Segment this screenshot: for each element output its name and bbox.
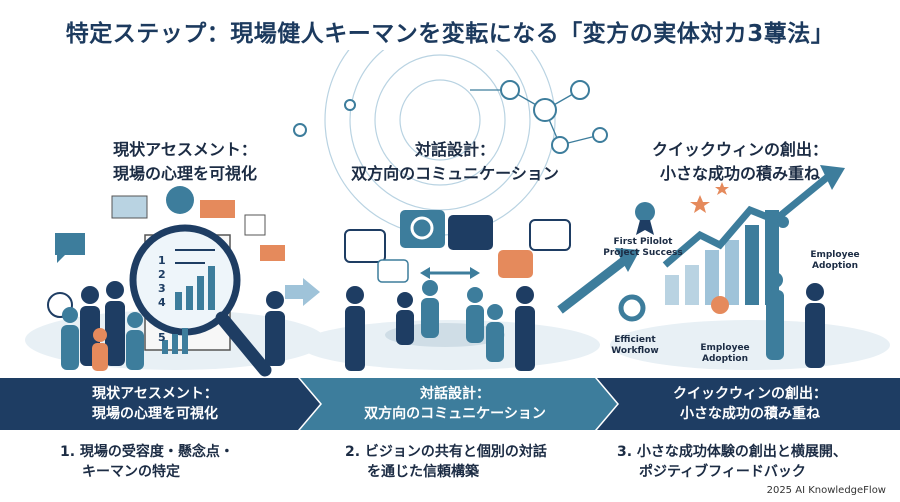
banner-step-3-line1: クイックウィンの創出：	[673, 386, 827, 402]
panel3-heading: クイックウィンの創出： 小さな成功の積み重ね	[610, 138, 870, 186]
banner-step-3-line2: 小さな成功の積み重ね	[680, 406, 820, 422]
step-3-description-line2: ポジティブフィードバック	[639, 464, 806, 480]
banner-step-3	[597, 378, 900, 430]
label-efficient-workflow-line2: Workflow	[611, 346, 659, 356]
panel3-heading-line2: 小さな成功の積み重ね	[659, 164, 820, 183]
footer-credit: 2025 AI KnowledgeFlow	[766, 485, 886, 496]
label-efficient-workflow: Efficient Workflow	[600, 335, 670, 357]
step-1-description: 1. 現場の受容度・懸念点・ キーマンの特定	[60, 442, 310, 482]
label-employee-adoption-top-line2: Adoption	[811, 261, 858, 271]
panel1-heading: 現状アセスメント： 現場の心理を可視化	[70, 138, 300, 186]
label-employee-adoption-top: Employee Adoption	[800, 250, 870, 272]
panel3-heading-line1: クイックウィンの創出：	[651, 140, 828, 159]
panel2-heading-line2: 双方向のコミュニケーション	[351, 164, 559, 183]
banner-step-1-line2: 現場の心理を可視化	[92, 406, 218, 422]
panel1-heading-line1: 現状アセスメント：	[113, 140, 257, 159]
banner-step-2-line2: 双方向のコミュニケーション	[364, 406, 546, 422]
panel3-scene	[610, 165, 890, 370]
banner-step-2-text: 対話設計： 双方向のコミュニケーション	[320, 384, 590, 424]
page-title: 特定ステップ：現場健人キーマンを変転になる「変方の実体対カ3蓴法」	[65, 21, 835, 47]
checklist-number-3: 3	[158, 282, 166, 295]
label-efficient-workflow-line1: Efficient	[614, 335, 656, 345]
label-employee-adoption-bottom: Employee Adoption	[690, 343, 760, 365]
banner-step-1-line1: 現状アセスメント：	[92, 386, 218, 402]
step-1-description-line1: 1. 現場の受容度・懸念点・	[60, 444, 234, 460]
checklist-number-5: 5	[158, 331, 166, 344]
banner-step-3-text: クイックウィンの創出： 小さな成功の積み重ね	[615, 384, 885, 424]
step-2-description-line1: 2. ビジョンの共有と個別の対話	[345, 444, 547, 460]
label-employee-adoption-bottom-line1: Employee	[700, 343, 750, 353]
label-employee-adoption-bottom-line2: Adoption	[701, 354, 748, 364]
step-2-description: 2. ビジョンの共有と個別の対話 を通じた信頼構築	[345, 442, 605, 482]
banner-step-2-line1: 対話設計：	[420, 386, 490, 402]
panel1-scene	[25, 186, 325, 377]
label-first-pilot-line1: First Pilolot	[613, 237, 673, 247]
checklist-number-4: 4	[158, 296, 166, 309]
arrow-2-3	[557, 248, 640, 314]
network-nodes	[293, 80, 608, 154]
checklist-number-1: 1	[158, 254, 166, 267]
panel2-heading-line1: 対話設計：	[414, 140, 495, 159]
illustration	[25, 50, 890, 377]
panel2-scene	[300, 210, 600, 371]
banner-step-2	[300, 378, 617, 430]
step-3-description: 3. 小さな成功体験の創出と横展開、 ポジティブフィードバック	[617, 442, 887, 482]
label-first-pilot: First Pilolot Project Success	[598, 237, 688, 259]
label-first-pilot-line2: Project Success	[603, 248, 683, 258]
banner-step-1	[0, 378, 320, 430]
arrow-1-2	[285, 278, 320, 306]
banner-step-1-text: 現状アセスメント： 現場の心理を可視化	[20, 384, 290, 424]
panel1-heading-line2: 現場の心理を可視化	[112, 164, 257, 183]
step-banner	[0, 378, 900, 430]
step-2-description-line2: を通じた信頼構築	[367, 464, 479, 480]
panel2-heading: 対話設計： 双方向のコミュニケーション	[335, 138, 575, 186]
checklist-number-2: 2	[158, 268, 166, 281]
step-1-description-line2: キーマンの特定	[82, 464, 180, 480]
label-employee-adoption-top-line1: Employee	[810, 250, 860, 260]
step-3-description-line1: 3. 小さな成功体験の創出と横展開、	[617, 444, 847, 460]
